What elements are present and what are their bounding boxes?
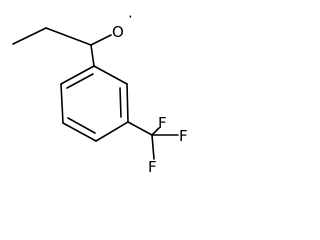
bond-methyl-ch2	[12, 27, 47, 45]
ring-inner-double-1	[66, 73, 94, 89]
bond-choh-ring	[90, 44, 95, 67]
fluorine-bottom-label: F	[148, 158, 157, 176]
ring-bond-1	[60, 65, 95, 85]
structure-canvas: O · F F F	[12, 8, 188, 176]
molecule-drawing: O · F F F	[12, 8, 188, 176]
fluorine-top-label: F	[158, 114, 167, 132]
ring-bond-3	[62, 122, 97, 142]
oxygen-atom-label: O	[112, 23, 124, 41]
bond-c-f-top	[151, 127, 160, 136]
ring-bond-5	[126, 83, 129, 123]
ring-bond-6	[93, 65, 128, 85]
fluorine-right-label: F	[179, 127, 188, 145]
ring-inner-double-2	[67, 117, 96, 134]
bond-c-f-bottom	[151, 134, 155, 160]
oxygen-radical-dot: ·	[128, 8, 133, 26]
bond-ring-cf3	[127, 121, 153, 136]
ring-bond-4	[95, 121, 129, 142]
ring-bond-2	[60, 83, 64, 124]
ring-inner-double-3	[119, 87, 122, 118]
bond-c-oxygen	[90, 34, 112, 46]
bond-ch2-choh	[45, 27, 92, 46]
